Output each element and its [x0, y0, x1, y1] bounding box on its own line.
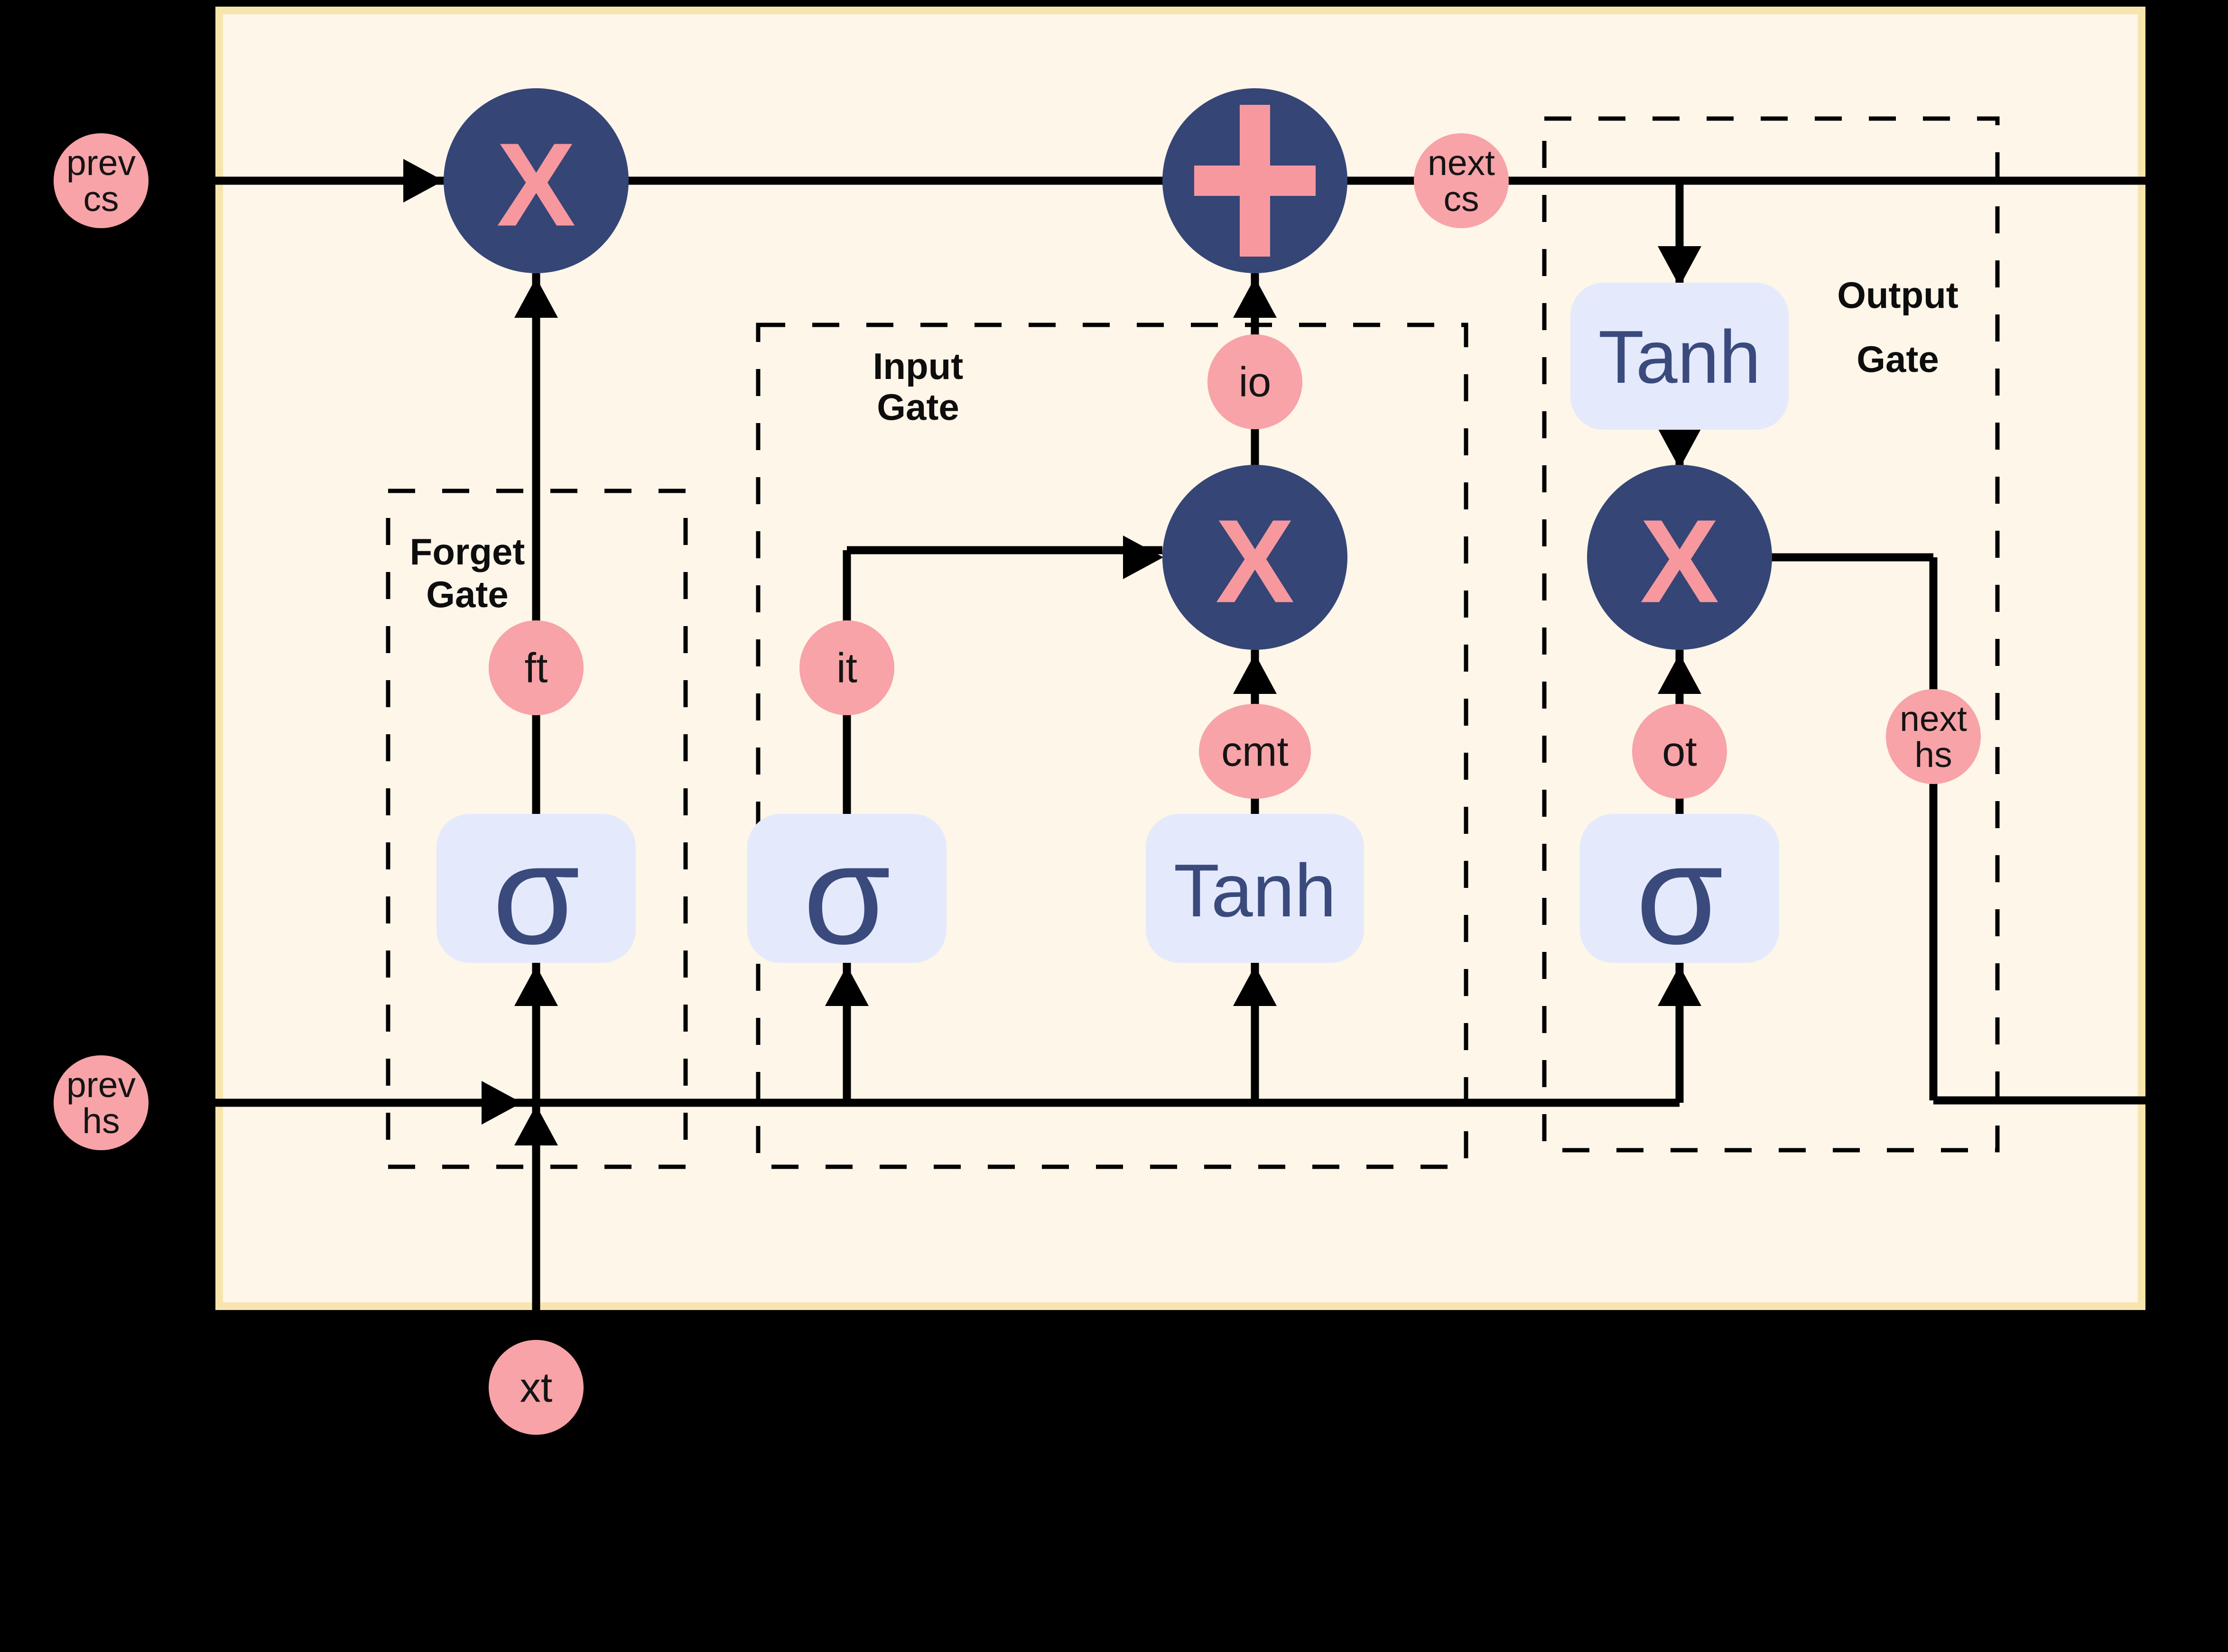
cmt-node [1199, 704, 1311, 799]
prev-hs-node [54, 1055, 149, 1150]
next-hs-node [1886, 689, 1981, 784]
arrowheads [403, 159, 1701, 1145]
it-node [799, 620, 894, 715]
output-gate-label: Gate [1857, 338, 1939, 380]
io-node [1207, 334, 1302, 429]
next-cs-label: next [1428, 143, 1495, 183]
output-gate-label: Output [1837, 274, 1959, 316]
arrow-into-output-sigma-icon [1658, 966, 1701, 1006]
arrow-into-forget-multiply-icon [403, 159, 444, 203]
operators: X + X X [444, 88, 1772, 650]
input-gate-label: Input [873, 345, 964, 387]
signals: prev cs next cs prev hs next hs xt ft it… [54, 133, 1981, 1435]
xt-node [489, 1340, 584, 1435]
ft-node [489, 620, 584, 715]
arrow-tanh-into-output-multiply-icon [1658, 428, 1701, 469]
input-gate-box [756, 323, 1468, 1169]
output-multiply-circle [1587, 465, 1772, 650]
prev-cs-label: prev [66, 143, 136, 183]
input-sigma-symbol: σ [803, 814, 891, 974]
arrow-ot-into-multiply-icon [1658, 654, 1701, 694]
next-hs-label: hs [1914, 735, 1952, 775]
prev-hs-label: prev [66, 1065, 136, 1105]
forget-gate-label: Gate [426, 573, 508, 615]
output-tanh-box [1570, 283, 1789, 430]
cmt-label: cmt [1221, 728, 1289, 775]
output-gate-box [1542, 116, 2000, 1153]
output-sigma-symbol: σ [1635, 814, 1723, 974]
forget-gate-label: Forget [410, 531, 525, 572]
arrow-into-forget-sigma-icon [514, 966, 558, 1006]
next-cs-node [1414, 133, 1509, 228]
ot-label: ot [1662, 728, 1697, 775]
plus-icon [1194, 166, 1316, 196]
add-operator: + [1162, 88, 1347, 273]
forget-multiply-symbol: X [497, 119, 576, 251]
prev-cs-node [54, 133, 149, 228]
input-multiply-circle [1162, 465, 1347, 650]
arrow-into-candidate-tanh-icon [1233, 966, 1277, 1006]
input-multiply-symbol: X [1216, 495, 1295, 628]
output-tanh-label: Tanh [1598, 315, 1761, 399]
arrow-xt-into-rail-icon [514, 1105, 558, 1145]
next-cs-label: cs [1444, 179, 1479, 219]
arrow-cellstate-into-tanh-icon [1658, 246, 1701, 286]
input-gate-label: Gate [877, 386, 959, 428]
xt-label: xt [520, 1364, 552, 1411]
ot-node [1632, 704, 1727, 799]
io-label: io [1239, 359, 1272, 406]
output-sigma-box [1580, 814, 1779, 963]
arrow-into-input-sigma-icon [825, 966, 869, 1006]
arrow-it-into-multiply-icon [1123, 535, 1163, 579]
forget-sigma-box [436, 814, 636, 963]
activation-boxes: σ σ Tanh σ Tanh [436, 283, 1789, 974]
arrow-prev-hs-junction-icon [482, 1081, 522, 1125]
output-multiply-symbol: X [1640, 495, 1719, 628]
prev-cs-label: cs [84, 179, 119, 219]
next-hs-label: next [1900, 699, 1967, 738]
it-label: it [836, 645, 857, 692]
arrow-cmt-into-multiply-icon [1233, 654, 1277, 694]
arrow-io-into-add-icon [1233, 277, 1277, 318]
forget-sigma-symbol: σ [492, 814, 580, 974]
gate-boxes: Forget Gate Input Gate Output Gate [386, 116, 2000, 1169]
candidate-tanh-label: Tanh [1174, 849, 1337, 932]
prev-hs-label: hs [82, 1101, 120, 1141]
input-sigma-box [747, 814, 947, 963]
candidate-tanh-box [1146, 814, 1364, 963]
forget-multiply-circle [444, 88, 629, 273]
arrow-ft-into-multiply-icon [514, 277, 558, 318]
ft-label: ft [525, 645, 548, 692]
